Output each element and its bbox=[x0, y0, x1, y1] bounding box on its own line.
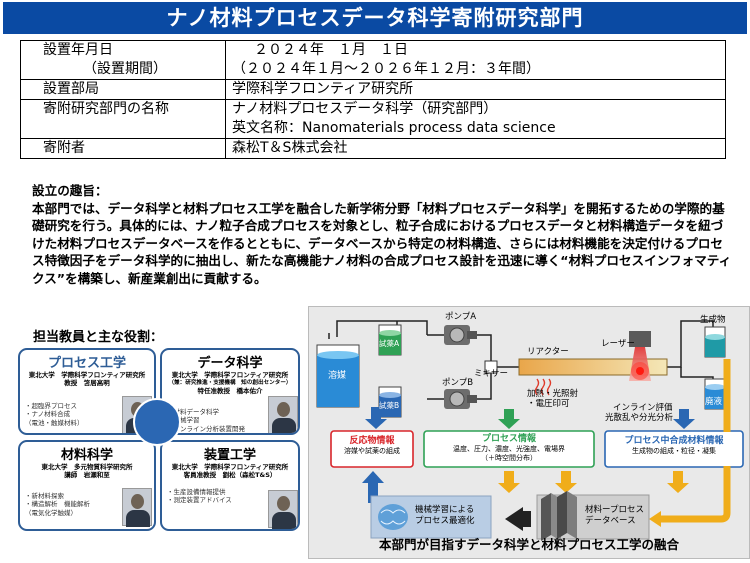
waste-vessel bbox=[704, 378, 726, 410]
role-title: 材料科学 bbox=[60, 448, 113, 463]
database-label: 材料ープロセス データベース bbox=[585, 505, 644, 526]
role-bullets: ・新材料探索 ・構造解析 機能解析 （電気化学触媒） bbox=[25, 492, 90, 517]
pump-b-icon bbox=[444, 389, 477, 409]
database-icon bbox=[536, 491, 650, 541]
ml-label: 機械学習による プロセス最適化 bbox=[415, 505, 475, 526]
reagent-b-vessel bbox=[378, 386, 402, 418]
role-bullet: ・機械学習 bbox=[167, 416, 200, 425]
material-info-desc: 生成物の組成・粒径・凝集 bbox=[632, 447, 716, 455]
role-name: 講師 岩瀬和至 bbox=[64, 471, 110, 479]
period-range: （２０２４年１月～２０２６年１２月：３年間） bbox=[232, 61, 540, 77]
process-info-title: プロセス情報 bbox=[481, 434, 536, 444]
process-info-desc: 温度、圧力、濃度、光強度、電場界 （＋時空間分布） bbox=[453, 445, 565, 462]
role-title: データ科学 bbox=[197, 356, 263, 371]
roles-panel: プロセス工学 東北大学 学際科学フロンティア研究所 教授 笘居高明 ・超臨界プロ… bbox=[12, 340, 304, 535]
role-bullet: ・構造解析 機能解析 bbox=[25, 500, 90, 509]
dept-value: 学際科学フロンティア研究所 bbox=[225, 79, 726, 100]
role-name: 教授 笘居高明 bbox=[64, 379, 110, 387]
name-label: 寄附研究部門の名称 bbox=[20, 99, 226, 139]
dept-label: 設置部局 bbox=[20, 79, 226, 100]
period-sublabel: （設置期間） bbox=[83, 61, 167, 77]
role-name: 客員准教授 劉松（森松T&S） bbox=[183, 471, 277, 479]
avatar bbox=[122, 488, 152, 527]
diagram-caption: 本部門が目指すデータ科学と材料プロセス工学の融合 bbox=[378, 537, 679, 552]
inline-eval-label: インライン評価 bbox=[613, 403, 673, 413]
pump-a-label: ポンプA bbox=[445, 312, 477, 322]
purpose-body: 本部門では、データ科学と材料プロセス工学を融合した新学術分野「材料プロセスデータ… bbox=[32, 200, 732, 286]
reactant-info-title: 反応物情報 bbox=[349, 436, 395, 446]
table-row: 設置部局 学際科学フロンティア研究所 bbox=[20, 79, 726, 100]
role-bullets: ・生産設備情報提供 ・測定装置アドバイス bbox=[167, 488, 232, 505]
role-affiliation: 東北大学 学際科学フロンティア研究所 bbox=[28, 371, 146, 379]
purpose-heading: 設立の趣旨： bbox=[32, 183, 108, 198]
role-card-materials: 材料科学 東北大学 多元物質科学研究所 講師 岩瀬和至 ・新材料探索 ・構造解析… bbox=[18, 440, 156, 531]
role-affiliation-sub: （兼：研究推進・支援機構 知の創出センター） bbox=[168, 380, 292, 386]
role-bullet: ・超臨界プロセス bbox=[25, 402, 77, 410]
reactor-icon bbox=[518, 358, 668, 396]
process-diagram: 溶媒 試薬A 試薬B ポンプA ポンプB ミキサー リアクター レーザー 加熱・… bbox=[308, 306, 750, 559]
period-value-cell: ２０２４年 １月 １日 （２０２４年１月～２０２６年１２月：３年間） bbox=[225, 40, 726, 80]
info-table: 設置年月日 （設置期間） ２０２４年 １月 １日 （２０２４年１月～２０２６年１… bbox=[20, 40, 726, 159]
pump-b-label: ポンプB bbox=[442, 378, 474, 388]
role-bullet: （電池・触媒材料） bbox=[25, 418, 84, 427]
role-affiliation: 東北大学 多元物質科学研究所 bbox=[41, 463, 133, 471]
role-card-data: データ科学 東北大学 学際科学フロンティア研究所 （兼：研究推進・支援機構 知の… bbox=[160, 348, 300, 435]
period-label: 設置年月日 bbox=[43, 42, 113, 58]
table-row: 設置年月日 （設置期間） ２０２４年 １月 １日 （２０２４年１月～２０２６年１… bbox=[20, 40, 726, 80]
mixer-icon bbox=[484, 360, 498, 374]
role-title: 装置工学 bbox=[203, 448, 256, 463]
donor-label: 寄附者 bbox=[20, 138, 226, 159]
period-value: ２０２４年 １月 １日 bbox=[254, 42, 408, 58]
solvent-vessel bbox=[316, 344, 360, 408]
product-vessel bbox=[704, 326, 726, 358]
table-row: 寄附研究部門の名称 ナノ材料プロセスデータ科学（研究部門） 英文名称：Nanom… bbox=[20, 99, 726, 139]
reactor-label: リアクター bbox=[527, 347, 569, 357]
avatar bbox=[268, 396, 298, 433]
role-card-equipment: 装置工学 東北大学 学際科学フロンティア研究所 客員准教授 劉松（森松T&S） … bbox=[160, 440, 300, 531]
role-bullet: （電気化学触媒） bbox=[25, 508, 77, 517]
product-label: 生成物 bbox=[700, 315, 726, 325]
role-bullet: ・測定装置アドバイス bbox=[167, 496, 232, 505]
purpose-section: 設立の趣旨： 本部門では、データ科学と材料プロセス工学を融合した新学術分野「材料… bbox=[32, 182, 732, 287]
heat-label: 加熱・光照射 ・電圧印可 bbox=[527, 389, 579, 409]
role-affiliation: 東北大学 学際科学フロンティア研究所 bbox=[171, 371, 289, 379]
role-bullets: ・材料データ科学 ・機械学習 ・インライン分析装置開発 bbox=[167, 408, 245, 433]
reactant-info-desc: 溶媒や試薬の組成 bbox=[344, 447, 400, 455]
pump-a-icon bbox=[444, 325, 477, 345]
reagent-a-label: 試薬A bbox=[379, 339, 400, 348]
role-bullet: ・インライン分析装置開発 bbox=[167, 424, 245, 433]
scatter-label: 光散乱や分光分析 bbox=[605, 413, 674, 423]
role-title: プロセス工学 bbox=[47, 356, 126, 371]
laser-label: レーザー bbox=[601, 339, 635, 349]
reagent-b-label: 試薬B bbox=[379, 401, 400, 410]
material-info-title: プロセス中合成材料情報 bbox=[624, 436, 724, 446]
role-bullet: ・生産設備情報提供 bbox=[167, 488, 226, 496]
solvent-label: 溶媒 bbox=[328, 371, 347, 381]
laser-icon bbox=[629, 331, 651, 381]
reactant-info-box: 反応物情報 溶媒や試薬の組成 bbox=[332, 432, 412, 466]
avatar bbox=[268, 490, 298, 529]
brain-icon bbox=[370, 495, 492, 539]
period-label-cell: 設置年月日 （設置期間） bbox=[20, 40, 226, 80]
center-emblem bbox=[133, 398, 181, 446]
flow-arrows bbox=[362, 359, 731, 531]
mixer-label: ミキサー bbox=[474, 369, 509, 379]
name-en: 英文名称：Nanomaterials process data science bbox=[232, 120, 556, 136]
role-bullets: ・超臨界プロセス ・ナノ材料合成 （電池・触媒材料） bbox=[25, 402, 84, 427]
reagent-a-vessel bbox=[378, 324, 402, 356]
waste-label: 廃液 bbox=[705, 397, 723, 407]
role-name: 特任准教授 橋本佑介 bbox=[197, 387, 263, 395]
role-bullet: ・ナノ材料合成 bbox=[25, 410, 71, 419]
role-bullet: ・新材料探索 bbox=[25, 492, 64, 500]
page-title: ナノ材料プロセスデータ科学寄附研究部門 bbox=[3, 2, 747, 34]
donor-value: 森松T＆S株式会社 bbox=[225, 138, 726, 159]
role-affiliation: 東北大学 学際科学フロンティア研究所 bbox=[171, 463, 289, 471]
name-value-cell: ナノ材料プロセスデータ科学（研究部門） 英文名称：Nanomaterials p… bbox=[225, 99, 726, 139]
material-info-box: プロセス中合成材料情報 生成物の組成・粒径・凝集 bbox=[606, 432, 742, 466]
process-info-box: プロセス情報 温度、圧力、濃度、光強度、電場界 （＋時空間分布） bbox=[425, 432, 593, 466]
roles-heading: 担当教員と主な役割： bbox=[33, 330, 164, 345]
name-value: ナノ材料プロセスデータ科学（研究部門） bbox=[232, 101, 498, 117]
table-row: 寄附者 森松T＆S株式会社 bbox=[20, 138, 726, 159]
role-bullet: ・材料データ科学 bbox=[167, 408, 219, 416]
